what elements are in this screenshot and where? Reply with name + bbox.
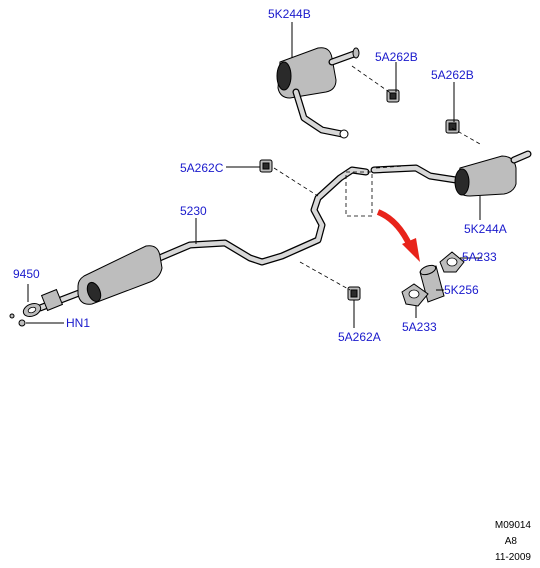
front-resonator [77,245,163,305]
callout-5a233-bottom: 5A233 [402,320,437,334]
rear-right-muffler [370,150,532,197]
callout-5a262c: 5A262C [180,161,224,175]
hanger-rear-right [445,119,460,134]
hn1-nut [9,313,26,327]
hanger-center [259,159,273,173]
callout-5k244b: 5K244B [268,7,311,21]
reference-date: 11-2009 [495,552,531,563]
callout-5a262b-left: 5A262B [375,50,418,64]
gasket-top [439,251,465,273]
curved-red-arrow-icon [376,209,420,262]
rear-left-muffler [276,47,360,139]
assembly-dashed-lines [273,65,481,291]
callout-5k244a: 5K244A [464,222,507,236]
callout-hn1: HN1 [66,316,90,330]
callout-5a233-top: 5A233 [462,250,497,264]
callout-9450: 9450 [13,267,40,281]
callout-5k256: 5K256 [444,283,479,297]
callout-5a262a: 5A262A [338,330,381,344]
callout-5230: 5230 [180,204,207,218]
flex-pipe-flange [22,288,64,318]
leader-lines [26,22,482,328]
reference-revision: A8 [505,536,518,547]
callout-5a262b-right: 5A262B [431,68,474,82]
gasket-bottom [401,283,429,307]
hanger-rear-left [386,89,400,103]
reference-code: M09014 [495,520,532,531]
hanger-front [347,286,361,301]
